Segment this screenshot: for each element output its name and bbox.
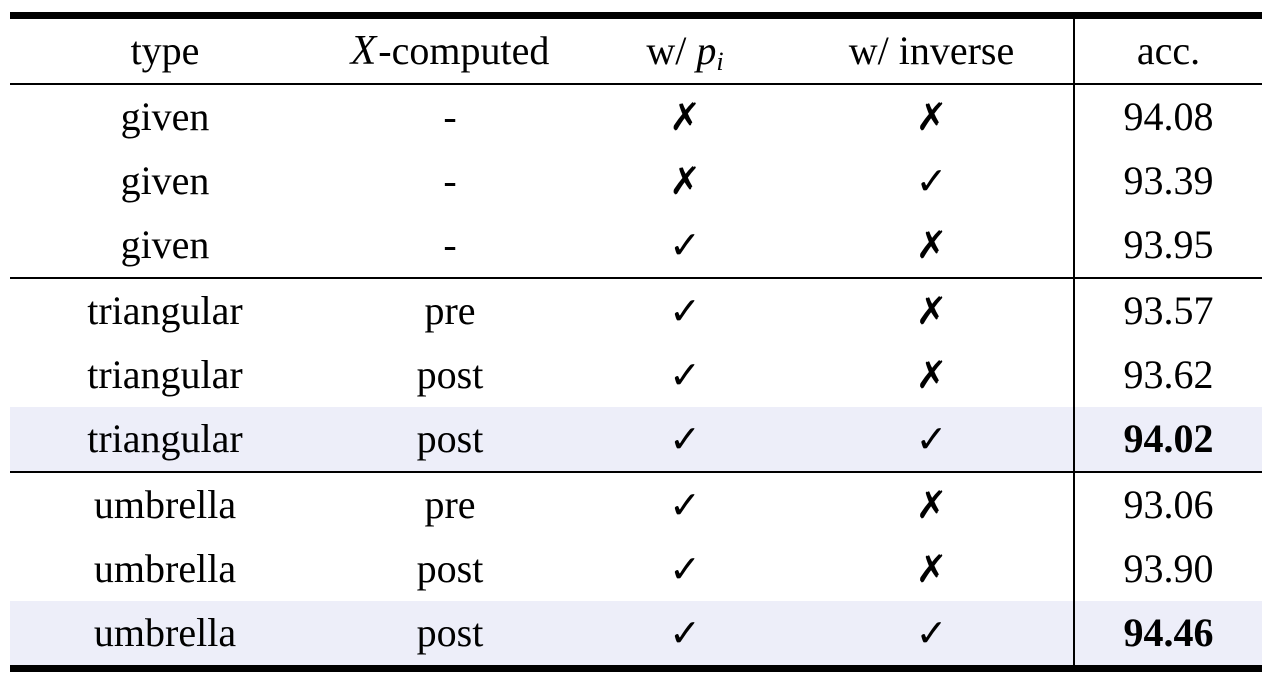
with-inverse-mark: ✗ [915, 547, 948, 591]
row-type-cell: given [120, 222, 210, 267]
with-inverse-mark: ✗ [915, 353, 948, 397]
row-computed-cell: - [443, 222, 457, 267]
table-header-row: type X-computed w/ p i w/ inverse acc. [10, 19, 1262, 85]
with-p-mark: ✓ [669, 417, 701, 461]
row-type-cell: triangular [87, 352, 243, 397]
header-with-p-prefix: w/ [646, 28, 687, 73]
row-type-cell: given [120, 158, 210, 203]
table-row: umbrella pre ✓ ✗ 93.06 [10, 473, 1262, 537]
table-row: given - ✗ ✗ 94.08 [10, 85, 1262, 149]
table-row: umbrella post ✓ ✓ 94.46 [10, 601, 1262, 665]
row-acc-cell: 93.95 [1073, 213, 1262, 277]
with-p-mark: ✓ [669, 353, 701, 397]
row-type-cell: umbrella [93, 546, 237, 591]
row-computed-cell: pre [424, 288, 476, 333]
with-inverse-mark: ✗ [915, 289, 948, 333]
row-type-cell: triangular [87, 288, 243, 333]
with-inverse-mark: ✗ [915, 483, 948, 527]
with-inverse-mark: ✗ [915, 223, 948, 267]
with-p-mark: ✓ [669, 483, 701, 527]
row-acc-cell: 93.39 [1073, 149, 1262, 213]
with-p-mark: ✓ [669, 547, 701, 591]
row-acc-cell: 93.90 [1073, 537, 1262, 601]
with-inverse-mark: ✗ [915, 95, 948, 139]
p-variable-symbol: p [696, 28, 717, 73]
table-row: given - ✗ ✓ 93.39 [10, 149, 1262, 213]
results-table: type X-computed w/ p i w/ inverse acc. g… [10, 12, 1262, 672]
script-x-symbol: X [350, 28, 377, 74]
row-computed-cell: - [443, 94, 457, 139]
row-acc-cell: 93.57 [1073, 279, 1262, 343]
table-row: triangular post ✓ ✗ 93.62 [10, 343, 1262, 407]
header-acc: acc. [1073, 19, 1262, 83]
row-computed-cell: - [443, 158, 457, 203]
table-row: umbrella post ✓ ✗ 93.90 [10, 537, 1262, 601]
header-x-computed: X-computed [320, 19, 580, 83]
row-computed-cell: post [416, 546, 484, 591]
header-type: type [130, 28, 200, 73]
header-with-p: w/ p i [580, 19, 790, 83]
row-type-cell: given [120, 94, 210, 139]
row-acc-cell: 94.46 [1073, 601, 1262, 665]
row-computed-cell: pre [424, 482, 476, 527]
with-inverse-mark: ✓ [915, 611, 948, 655]
row-acc-cell: 94.02 [1073, 407, 1262, 471]
table-row: triangular pre ✓ ✗ 93.57 [10, 279, 1262, 343]
row-computed-cell: post [416, 352, 484, 397]
row-acc-cell: 93.06 [1073, 473, 1262, 537]
row-type-cell: umbrella [93, 610, 237, 655]
row-type-cell: umbrella [93, 482, 237, 527]
with-inverse-mark: ✓ [915, 159, 948, 203]
table-row: given - ✓ ✗ 93.95 [10, 213, 1262, 279]
with-p-mark: ✓ [669, 289, 701, 333]
with-p-mark: ✓ [669, 223, 701, 267]
i-subscript-symbol: i [716, 47, 724, 76]
with-inverse-mark: ✓ [915, 417, 948, 461]
row-acc-cell: 94.08 [1073, 85, 1262, 149]
row-type-cell: triangular [87, 416, 243, 461]
with-p-mark: ✗ [669, 159, 701, 203]
table-row: triangular post ✓ ✓ 94.02 [10, 407, 1262, 473]
header-computed-suffix: -computed [378, 28, 550, 73]
header-with-inverse: w/ inverse [848, 28, 1015, 73]
row-computed-cell: post [416, 610, 484, 655]
with-p-mark: ✗ [669, 95, 701, 139]
row-computed-cell: post [416, 416, 484, 461]
with-p-mark: ✓ [669, 611, 701, 655]
row-acc-cell: 93.62 [1073, 343, 1262, 407]
